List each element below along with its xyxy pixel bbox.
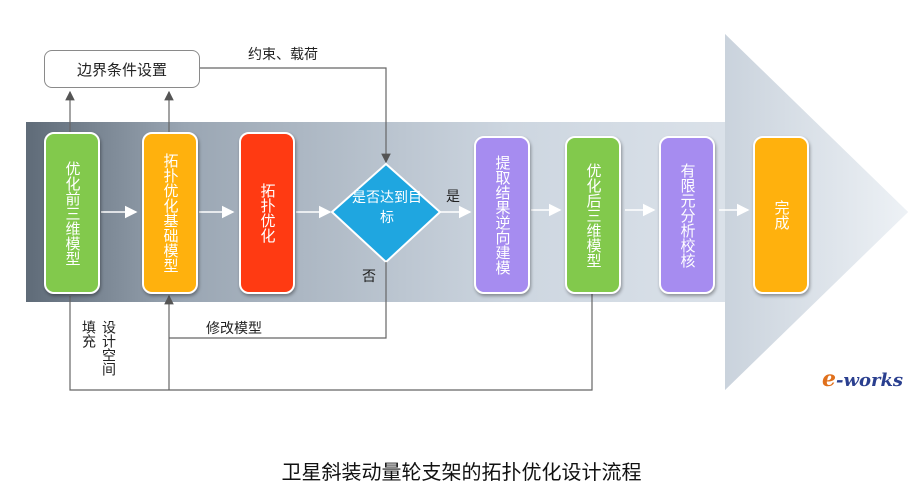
boundary-conditions-label: 边界条件设置 bbox=[76, 60, 167, 79]
node-topo-opt-label: 拓扑优化 bbox=[258, 183, 277, 243]
logo-rest: -works bbox=[836, 370, 904, 391]
modify-model-label: 修改模型 bbox=[206, 321, 262, 337]
design-space-label: 设计空间填充 bbox=[80, 320, 116, 376]
eworks-logo: e-works bbox=[822, 366, 903, 392]
yes-label: 是 bbox=[446, 189, 460, 205]
constraint-load-label: 约束、载荷 bbox=[248, 47, 318, 63]
arrow-head bbox=[725, 34, 908, 390]
diagram-title: 卫星斜装动量轮支架的拓扑优化设计流程 bbox=[281, 460, 642, 484]
node-pre-model: 优化前三维模型 bbox=[44, 132, 100, 294]
node-done: 完成 bbox=[753, 136, 809, 294]
logo-e: e bbox=[822, 366, 836, 392]
node-topo-base-label: 拓扑优化基础模型 bbox=[161, 153, 180, 273]
node-post-model-label: 优化后三维模型 bbox=[584, 162, 603, 268]
connector-no-loop bbox=[169, 262, 387, 339]
decision-label: 是否达到目标 bbox=[352, 190, 422, 226]
node-pre-model-label: 优化前三维模型 bbox=[63, 160, 82, 266]
boundary-conditions-box: 边界条件设置 bbox=[44, 50, 200, 88]
node-fea: 有限元分析校核 bbox=[659, 136, 715, 294]
node-extract: 提取结果逆向建模 bbox=[474, 136, 530, 294]
node-topo-base: 拓扑优化基础模型 bbox=[142, 132, 198, 294]
node-post-model: 优化后三维模型 bbox=[565, 136, 621, 294]
connector-boundary-to-decision bbox=[200, 67, 391, 164]
connector-design-space bbox=[69, 294, 593, 391]
node-topo-opt: 拓扑优化 bbox=[239, 132, 295, 294]
node-done-label: 完成 bbox=[772, 200, 791, 230]
no-label: 否 bbox=[362, 269, 376, 285]
node-fea-label: 有限元分析校核 bbox=[678, 162, 697, 268]
node-extract-label: 提取结果逆向建模 bbox=[493, 155, 512, 275]
